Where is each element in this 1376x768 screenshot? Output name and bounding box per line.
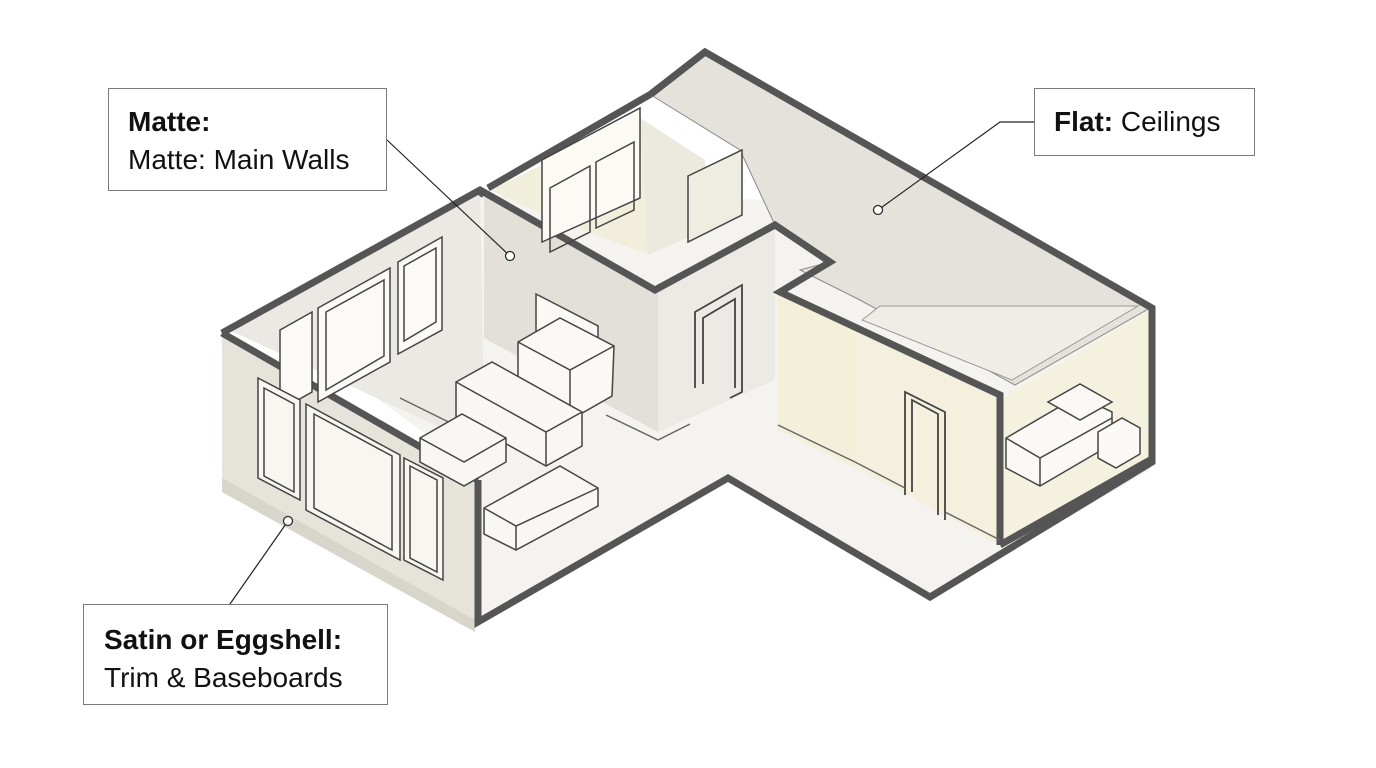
satin-anchor-dot bbox=[282, 515, 294, 527]
callout-matte-title: Matte: bbox=[128, 106, 211, 137]
matte-anchor-dot bbox=[504, 250, 516, 262]
ceiling-slab bbox=[650, 51, 1152, 386]
living-room-windows bbox=[279, 235, 443, 412]
leader-lines bbox=[229, 121, 1034, 605]
leader-flat bbox=[877, 121, 1034, 211]
callout-flat-title: Flat: bbox=[1054, 106, 1114, 137]
callout-matte: Matte: Matte: Main Walls bbox=[108, 88, 387, 191]
anchor-dots bbox=[282, 204, 884, 527]
callout-flat-text: Ceilings bbox=[1120, 106, 1221, 137]
callout-matte-text: Matte: Main Walls bbox=[128, 144, 350, 175]
bedroom-furniture bbox=[1005, 383, 1141, 487]
callout-flat: Flat: Ceilings bbox=[1034, 88, 1255, 156]
wall-outlines bbox=[220, 47, 1156, 629]
living-furniture bbox=[419, 361, 599, 551]
leader-matte bbox=[386, 139, 511, 257]
callout-satin: Satin or Eggshell: Trim & Baseboards bbox=[83, 604, 388, 705]
back-room-window bbox=[541, 106, 743, 254]
front-wall-windows bbox=[257, 376, 444, 582]
leader-satin bbox=[229, 520, 289, 605]
doorways bbox=[694, 283, 946, 520]
flat-anchor-dot bbox=[872, 204, 884, 216]
callout-satin-title: Satin or Eggshell: bbox=[104, 624, 343, 655]
callout-satin-text: Trim & Baseboards bbox=[104, 662, 343, 693]
